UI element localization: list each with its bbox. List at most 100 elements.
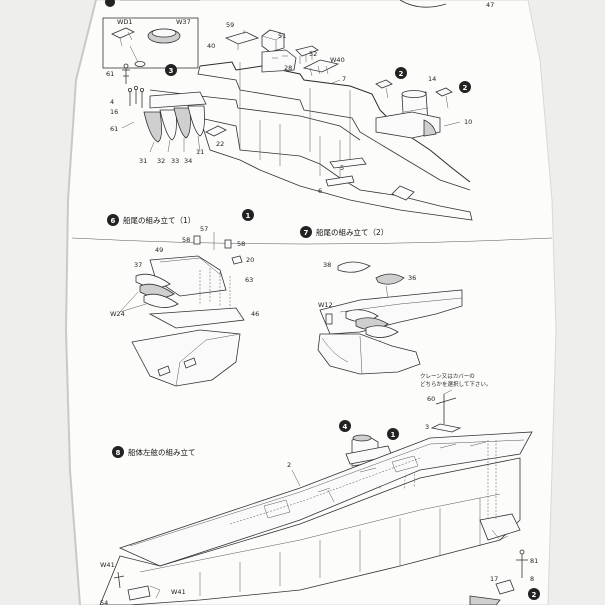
- top-part-fragment: [399, 0, 447, 8]
- stern-post-7: [325, 313, 333, 325]
- label-81: 81: [530, 557, 538, 565]
- label-5: 5: [340, 164, 344, 172]
- searchlight-part: [111, 27, 135, 47]
- top-assembly-section: 47 WD1 W37 61 3: [102, 0, 494, 221]
- label-w37: W37: [176, 18, 191, 26]
- label-20: 20: [246, 256, 254, 264]
- stern-hull-ports: [157, 357, 197, 377]
- hull-ribs: [259, 120, 341, 182]
- inset-mount: [134, 61, 146, 67]
- hull-gallery-line: [139, 493, 501, 573]
- label-54: 54: [100, 599, 108, 605]
- badge-2c-text: 2: [532, 591, 537, 599]
- label-38: 38: [323, 261, 331, 269]
- keel-part-6: [325, 175, 355, 187]
- badge-2a-text: 2: [399, 70, 404, 78]
- step-6-badge: [107, 214, 119, 226]
- step-6-number: 6: [111, 217, 116, 225]
- crane-part-60: [435, 389, 457, 424]
- flight-deck-edge: [129, 439, 525, 547]
- label-w41a: W41: [100, 561, 115, 569]
- crane-note-line1: クレーン又はカバーの: [420, 373, 475, 380]
- label-52: 52: [309, 50, 317, 58]
- island-superstructure: [345, 434, 393, 496]
- part-17: [495, 579, 515, 595]
- label-36: 36: [408, 274, 416, 282]
- label-46: 46: [251, 310, 259, 318]
- inset-leader: [129, 45, 139, 63]
- badge-3: [165, 64, 177, 76]
- label-w41b: W41: [171, 588, 186, 596]
- hull-frames: [199, 498, 481, 596]
- label-32: 32: [157, 157, 165, 165]
- funnel-base-10: [375, 111, 441, 139]
- stern-hull-7-ridges: [321, 335, 363, 375]
- stern-hull-7: [317, 333, 421, 375]
- badge-1b: [387, 428, 399, 440]
- label-3: 3: [425, 423, 429, 431]
- label-31: 31: [139, 157, 147, 165]
- label-26: 28: [284, 64, 292, 72]
- label-2: 2: [287, 461, 291, 469]
- label-57: 57: [200, 225, 208, 233]
- label-34: 34: [184, 157, 192, 165]
- label-49: 49: [155, 246, 163, 254]
- label-58b: 58: [237, 240, 245, 248]
- part-51: [261, 29, 285, 53]
- lifeboat-group: [143, 91, 207, 153]
- label-61b: 61: [110, 125, 118, 133]
- label-8: 8: [530, 575, 534, 583]
- badge-3-text: 3: [169, 67, 174, 75]
- step-8-number: 8: [116, 449, 121, 457]
- deck-boats-7: [345, 309, 399, 338]
- deck-centerline: [229, 501, 301, 525]
- leader-2: [291, 469, 301, 487]
- label-w40: W40: [330, 56, 345, 64]
- label-58a: 58: [182, 236, 190, 244]
- hull-side-panel: [199, 117, 473, 221]
- leader-7: [329, 79, 341, 85]
- step-7-section: 7 船尾の組み立て（2） 38 36 W12 35: [300, 226, 463, 375]
- step-7-badge: [300, 226, 312, 238]
- deck-crane-mark: [317, 487, 335, 503]
- dish-part: [147, 28, 181, 44]
- badge-1a: [242, 209, 254, 221]
- small-posts: [127, 86, 144, 108]
- step-7-title: 船尾の組み立て（2）: [316, 227, 388, 237]
- boats-37: [135, 273, 179, 308]
- sponson-detail: [479, 440, 521, 541]
- step-8-section: クレーン又はカバーの どちらかを選択して下さい。 60 3 4 1 8 船体左舷…: [99, 373, 540, 605]
- deck-elevator-2: [391, 455, 419, 473]
- badge-2b-text: 2: [463, 84, 468, 92]
- deck-platform-inner: [159, 257, 223, 277]
- label-4: 4: [110, 98, 114, 106]
- badge-1a-text: 1: [246, 212, 251, 220]
- stern-platform-7: [319, 289, 463, 335]
- leader-w24: [119, 291, 147, 313]
- hull-upper-edge: [199, 61, 471, 183]
- keel-part-5: [329, 157, 367, 169]
- stern-deck-46: [148, 307, 245, 329]
- label-17: 17: [490, 575, 498, 583]
- deck-marks: [359, 441, 487, 473]
- bollards-57-58: [193, 232, 243, 265]
- label-16: 16: [110, 108, 118, 116]
- tower-part: [261, 49, 297, 73]
- label-37: 37: [134, 261, 142, 269]
- step-7-number: 7: [304, 229, 309, 237]
- label-22: 22: [216, 140, 224, 148]
- deck-centerline-2: [299, 457, 421, 503]
- label-40: 40: [207, 42, 215, 50]
- antenna-w41: [113, 571, 161, 601]
- step-8-badge: [112, 446, 124, 458]
- label-14: 14: [428, 75, 436, 83]
- label-wd1: WD1: [117, 18, 133, 26]
- part-59: [224, 30, 260, 50]
- step-6-title: 船尾の組み立て（1）: [123, 215, 195, 225]
- label-33: 33: [171, 157, 179, 165]
- step-6-section: 6 船尾の組み立て（1） 1 57 58 58 20 49 37 63 W24 …: [107, 209, 259, 387]
- step-8-title: 船体左舷の組み立て: [128, 447, 196, 457]
- flight-deck: [118, 431, 533, 567]
- label-w12: W12: [318, 301, 333, 309]
